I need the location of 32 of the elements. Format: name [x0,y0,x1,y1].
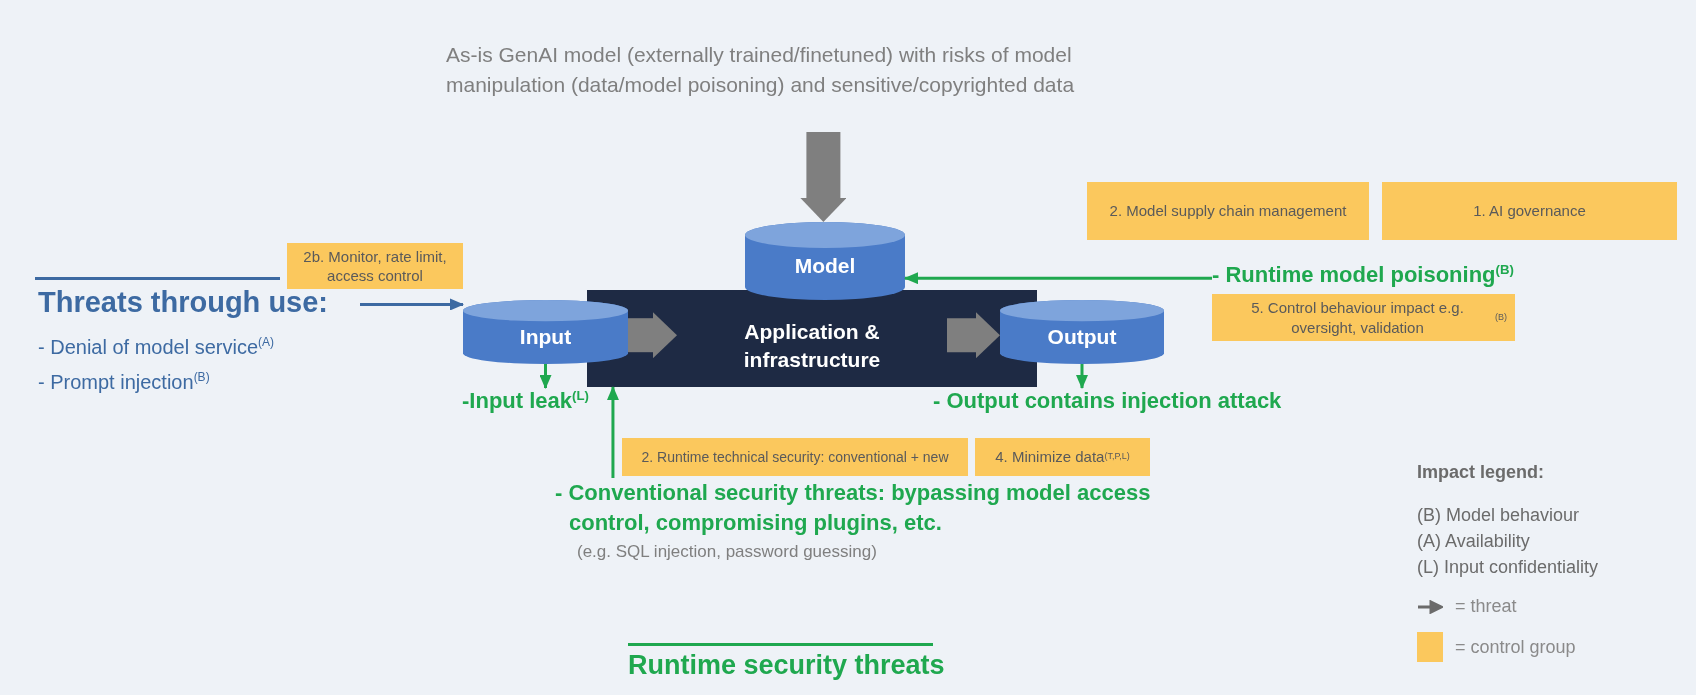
threat-heading: Threats through use: [38,286,328,319]
threat-text: - Output contains injection attack [933,388,1282,414]
legend-text: = threat [1455,596,1517,617]
arrow [1076,364,1088,389]
legend-item: (L) Input confidentiality [1417,557,1599,578]
cylinder-label: Input [519,325,572,349]
arrow [539,364,552,389]
legend-item: (A) Availability [1417,531,1530,552]
threat-item: - Denial of model service$^{(A)}$ [38,334,275,360]
threat-text: -Input leak$^{(L)}$ [462,388,589,415]
block-arrow [947,312,1000,359]
arrow [360,298,464,311]
threat-item: - Prompt injection$^{(B)}$ [38,368,210,395]
block-arrow [800,132,847,222]
cylinder-label: Output [1047,325,1117,349]
control-box: 4. Minimize data$^{(T,P,L)}$ [975,438,1150,476]
control-box: 2b. Monitor, rate limit, access control [287,243,463,289]
example-note: (e.g. SQL injection, password guessing) [577,542,877,562]
description-text: As-is GenAI model (externally trained/finetuned) with risks of model manipulation (data/model poisoning) and sensitive/copyrighted data [446,40,1186,132]
arrow [904,272,1212,285]
threat-text: - Conventional security threats: bypassing model access control, compromising plugins, etc. [555,479,1152,537]
section-heading: Runtime security threats [628,650,945,681]
control-box: 2. Runtime technical security: conventional + new [622,438,968,476]
cylinder-label: Model [794,254,856,278]
control-box: 2. Model supply chain management [1087,182,1369,240]
legend-item: (B) Model behaviour [1417,505,1580,526]
block-arrow [628,312,677,359]
legend-text: = control group [1455,636,1576,658]
threat-text: - Runtime model poisoning$^{(B)}$ [1212,262,1514,289]
legend-heading: Impact legend: [1417,462,1545,483]
arrow [606,386,619,478]
control-box: 1. AI governance [1382,182,1677,240]
